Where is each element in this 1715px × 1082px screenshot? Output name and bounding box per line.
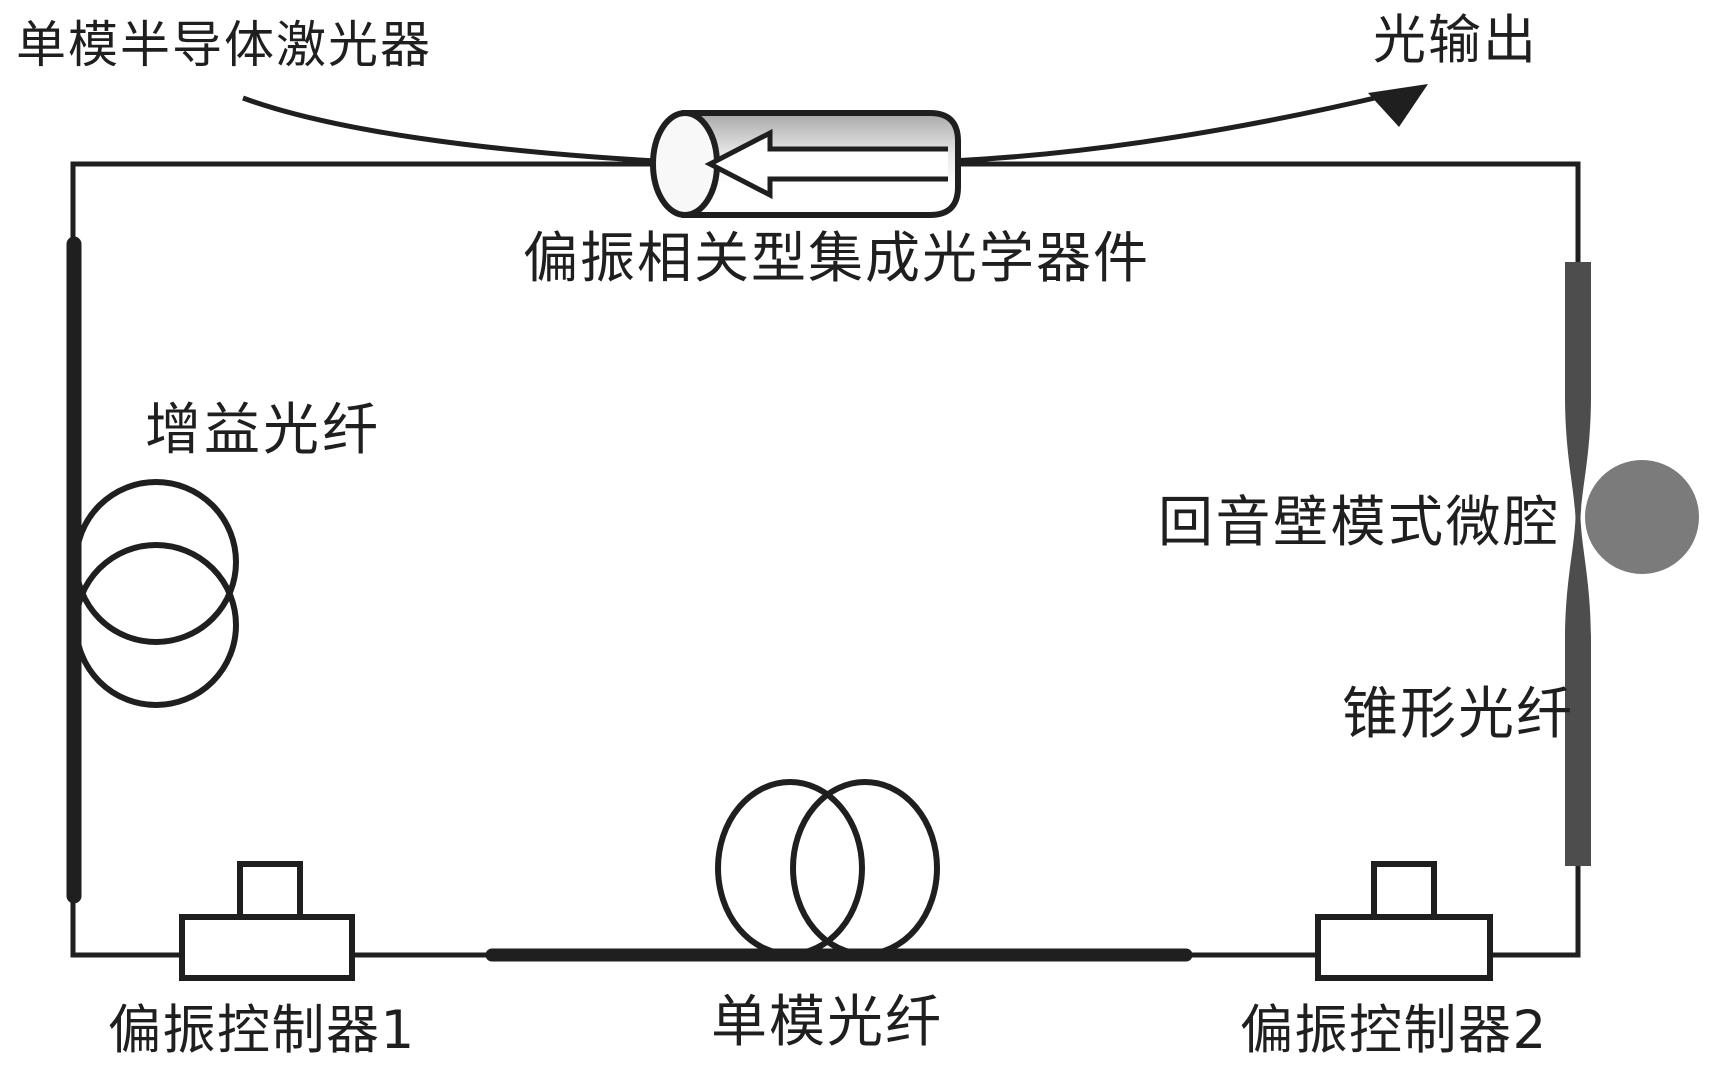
pc1-body bbox=[179, 914, 355, 981]
pc2-body bbox=[1315, 914, 1493, 981]
polarization-controller-1 bbox=[179, 861, 355, 981]
gain-fiber-coil bbox=[73, 479, 239, 708]
tapered-fiber-label: 锥形光纤 bbox=[1342, 682, 1574, 747]
device-label: 偏振相关型集成光学器件 bbox=[523, 226, 1151, 290]
microcavity-circle bbox=[1585, 460, 1699, 574]
tapered-fiber-shape bbox=[1565, 262, 1591, 866]
integrated-device bbox=[650, 110, 961, 218]
output-fiber-curve bbox=[951, 91, 1393, 164]
left-arrow-icon bbox=[704, 128, 948, 200]
output-arrowhead-icon bbox=[1368, 84, 1428, 127]
microcavity-label: 回音壁模式微腔 bbox=[1158, 490, 1561, 554]
pc2-label: 偏振控制器2 bbox=[1240, 1000, 1548, 1061]
smf-coil bbox=[715, 779, 940, 957]
smf-label: 单模光纤 bbox=[711, 990, 943, 1055]
gain-fiber-label: 增益光纤 bbox=[145, 398, 381, 463]
polarization-controller-2 bbox=[1315, 861, 1493, 981]
laser-pigtail-curve bbox=[242, 95, 657, 164]
pc1-label: 偏振控制器1 bbox=[108, 1000, 416, 1061]
pc2-knob bbox=[1371, 861, 1437, 920]
pc1-knob bbox=[237, 861, 303, 920]
output-label: 光输出 bbox=[1373, 10, 1538, 71]
laser-label: 单模半导体激光器 bbox=[16, 16, 432, 74]
